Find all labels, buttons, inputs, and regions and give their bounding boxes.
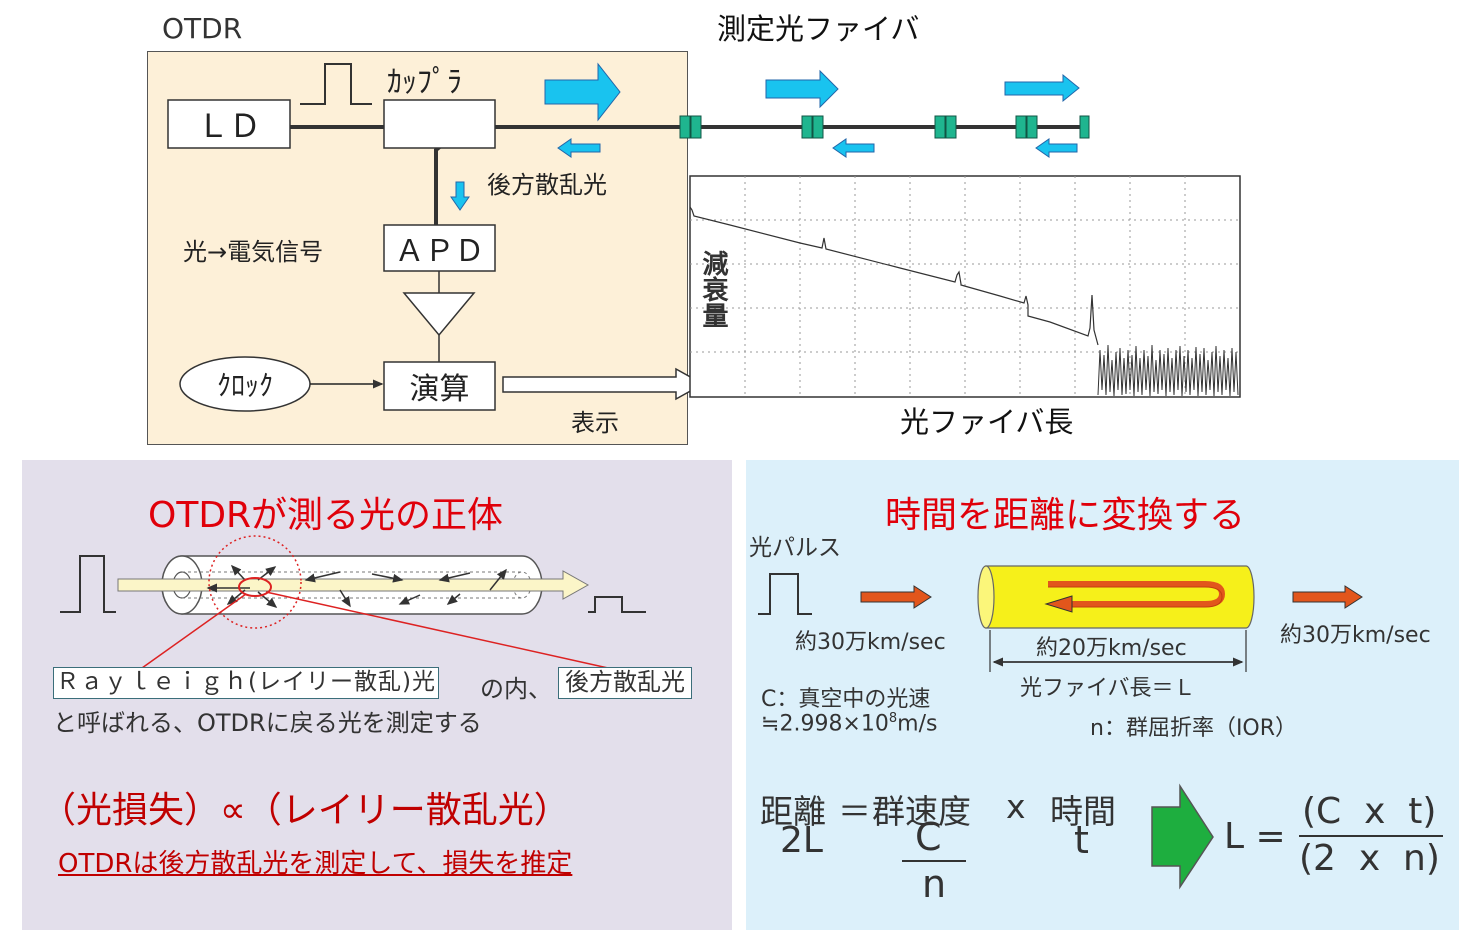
n-definition: n：群屈折率（IOR） (1090, 716, 1298, 741)
blue-arrow-forward-2 (765, 69, 839, 109)
pulse-waveform (300, 63, 372, 105)
fiber-length-axis-label: 光ファイバ長 (900, 405, 1074, 439)
blue-arrow-back-3 (1035, 138, 1078, 158)
eq-equals: ＝ (838, 792, 871, 831)
right-panel-title: 時間を距離に変換する (885, 495, 1246, 536)
explanation-line2: と呼ばれる、OTDRに戻る光を測定する (53, 709, 482, 737)
eq-times: x (1006, 787, 1026, 826)
eq-n: n (922, 862, 947, 906)
trace-grid (690, 176, 1240, 397)
otdr-label: OTDR (162, 12, 243, 45)
speed-left-label: 約30万km/sec (795, 630, 946, 655)
c-value: ≒2.998×108m/s (761, 711, 937, 736)
eq-time: 時間 (1050, 792, 1116, 831)
blue-arrow-back-1 (557, 138, 601, 158)
fiber-under-test-label: 測定光ファイバ (717, 12, 920, 46)
blue-arrow-forward-3 (1004, 73, 1080, 103)
backscatter-label: 後方散乱光 (487, 171, 607, 199)
backscatter-box-label: 後方散乱光 (565, 668, 685, 696)
c-value-exponent: 8 (888, 711, 898, 726)
compute-box (383, 361, 496, 411)
conclusion-text: OTDRは後方散乱光を測定して、損失を推定 (58, 849, 573, 879)
left-panel-title: OTDRが測る光の正体 (148, 495, 504, 536)
otdr-noise (1097, 344, 1239, 397)
eq-2l: 2L (780, 820, 823, 861)
c-value-base: ≒2.998×10 (761, 711, 889, 737)
rayleigh-label: Ｒａｙｌｅｉｇｈ(レイリー散乱)光 (56, 669, 436, 695)
ld-label: ＬＤ (196, 107, 261, 145)
eq-c: C (915, 815, 942, 859)
optic-to-electric-label: 光→電気信号 (183, 238, 324, 266)
compute-label: 演算 (409, 372, 470, 407)
speed-right-label: 約30万km/sec (1280, 623, 1431, 648)
orange-arrow-right (1292, 585, 1363, 609)
clock-label: ｸﾛｯｸ (216, 369, 273, 402)
light-pulse-label: 光パルス (749, 535, 841, 561)
c-definition: C：真空中の光速 (761, 687, 931, 712)
eq-group-velocity: 群速度 (872, 792, 971, 831)
blue-arrow-forward-1 (544, 62, 621, 122)
coupler-label: ｶｯﾌﾟﾗ (387, 65, 462, 100)
eq-l: L = (1224, 816, 1286, 857)
ld-box (167, 99, 291, 149)
right-panel (746, 460, 1459, 930)
backscatter-box: 後方散乱光 (558, 667, 692, 699)
otdr-trace-line (689, 206, 1099, 346)
attenuation-axis-label: 減衰量 (698, 250, 728, 328)
fiber-connectors (679, 115, 1090, 139)
eq-t: t (1074, 818, 1089, 862)
eq-numerator: (C x t) (1302, 791, 1437, 832)
speed-fiber-label: 約20万km/sec (1036, 636, 1187, 661)
blue-arrow-down (450, 181, 470, 211)
green-arrow (1151, 783, 1214, 890)
apd-label: ＡＰＤ (394, 234, 485, 269)
eq-distance: 距離 (760, 792, 826, 831)
proportional-statement: （光損失）∝（レイリー散乱光） (40, 790, 570, 831)
c-value-unit: m/s (897, 711, 938, 737)
coupler-box (383, 99, 496, 149)
blue-arrow-back-2 (832, 138, 875, 158)
orange-arrow-left (860, 585, 932, 609)
display-label: 表示 (571, 409, 619, 437)
eq-denominator: (2 x n) (1299, 838, 1440, 879)
fiber-length-label: 光ファイバ長＝Ｌ (1020, 676, 1196, 701)
rayleigh-box: Ｒａｙｌｅｉｇｈ(レイリー散乱)光 (53, 667, 439, 699)
rayleigh-mid-text: の内、 (480, 675, 552, 703)
